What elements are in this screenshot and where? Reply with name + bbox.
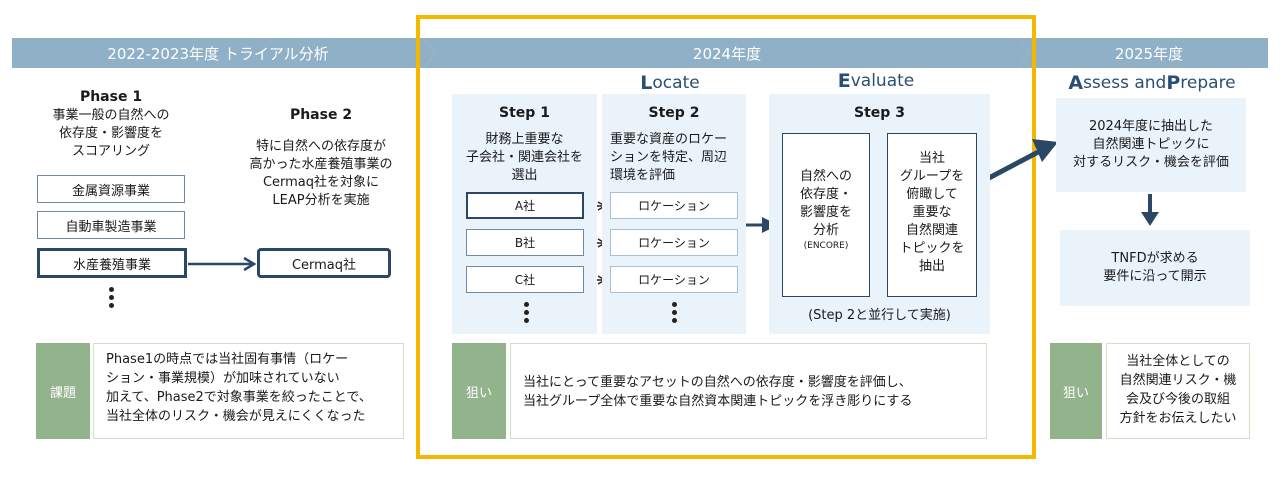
step3-left-line: 影響度を (799, 205, 852, 220)
phase2-desc-line: LEAP分析を実施 (272, 193, 370, 208)
header-prepare-initial: P (1166, 72, 1181, 94)
disclose-line: TNFDが求める (1111, 251, 1199, 266)
timeline-label-2022: 2022-2023年度 トライアル分析 (107, 44, 329, 63)
step1-more-dots (521, 299, 531, 326)
step3-left-line: 分析 (812, 223, 839, 238)
step1-desc-line: 子会社・関連会社を (465, 150, 583, 165)
step3-right-line: 俯瞰して (906, 187, 958, 202)
step2-desc-line: 重要な資産のロケー (610, 132, 728, 147)
phase2-desc-line: 特に自然への依存度が (255, 139, 386, 154)
phase2-title: Phase 2 (289, 107, 353, 123)
step3-left-line: 依存度・ (799, 187, 852, 202)
issue-line: ション・事業規模）が加味されていない (106, 371, 340, 386)
disclose-line: 要件に沿って開示 (1103, 269, 1207, 284)
aim-2025-line: 自然関連リスク・機 (1119, 373, 1237, 388)
aim-2024-line: 当社グループ全体で重要な自然資本関連トピックを浮き彫りにする (523, 394, 913, 409)
step3-title: Step 3 (854, 105, 905, 121)
location-a: ロケーション (610, 192, 738, 219)
header-assess-initial: A (1068, 72, 1084, 94)
step3-right-line: グループを (899, 169, 965, 184)
business-aquaculture: 水産養殖事業 (37, 248, 187, 278)
issue-text-box: Phase1の時点では当社固有事情（ロケー ション・事業規模）が加味されていない… (93, 343, 404, 439)
timeline-band-2025 (1018, 38, 1268, 68)
step3-right-line: 抽出 (918, 259, 945, 274)
aim-2024-line: 当社にとって重要なアセットの自然への依存度・影響度を評価し、 (523, 375, 912, 390)
step3-encore-note: (ENCORE) (803, 241, 849, 251)
phase2-desc-line: 高かった水産養殖事業の (249, 157, 393, 172)
phase1-more-dots (106, 284, 116, 311)
aim-2025-line: 会及び今後の取組 (1125, 392, 1230, 407)
phase1-desc-line: スコアリング (71, 144, 150, 159)
step1-desc-line: 財務上重要な (485, 132, 564, 147)
step3-left-line: 自然への (799, 169, 852, 184)
step3-right-line: トピックを (899, 241, 965, 256)
business-metal-resources: 金属資源事業 (37, 175, 185, 203)
timeline-label-2025: 2025年度 (1114, 44, 1184, 63)
arrow-to-2025 (985, 147, 1044, 182)
step3-right-line: 重要な (912, 205, 952, 220)
phase1-description: 事業一般の自然への 依存度・影響度を スコアリング (30, 107, 192, 161)
company-c: C社 (466, 266, 584, 293)
aim-2025-line: 当社全体としての (1126, 354, 1230, 369)
assess-line: 対するリスク・機会を評価 (1073, 155, 1229, 170)
issue-line: 当社全体のリスク・機会が見えにくくなった (106, 409, 366, 424)
step2-title: Step 2 (648, 105, 700, 121)
arrowhead-phase1 (243, 256, 257, 272)
assess-line: 2024年度に抽出した (1088, 119, 1214, 134)
location-c: ロケーション (610, 266, 738, 293)
focus-frame-2024 (416, 15, 1036, 459)
step2-desc-line: ションを特定、周辺 (610, 150, 728, 165)
step1-title: Step 1 (499, 105, 550, 121)
header-assess-rest: ssess and (1083, 73, 1167, 93)
header-evaluate-initial: E (837, 70, 851, 92)
step2-description: 重要な資産のロケー ションを特定、周辺 環境を評価 (610, 131, 742, 185)
step1-desc-line: 選出 (511, 168, 538, 183)
phase1-title: Phase 1 (79, 89, 143, 105)
step3-right-line: 自然関連 (905, 223, 958, 238)
timeline-label-2024: 2024年度 (692, 44, 762, 63)
company-b: B社 (466, 229, 584, 256)
step3-parallel-note: (Step 2と並行して実施) (808, 308, 951, 323)
location-b: ロケーション (610, 229, 738, 256)
header-evaluate-rest: valuate (850, 71, 915, 91)
disclose-box: TNFDが求める 要件に沿って開示 (1060, 230, 1250, 306)
phase2-desc-line: Cermaq社を対象に (262, 175, 380, 190)
aim-text-box-2024: 当社にとって重要なアセットの自然への依存度・影響度を評価し、 当社グループ全体で… (510, 343, 987, 439)
step2-more-dots (669, 299, 679, 326)
business-automotive: 自動車製造事業 (37, 211, 185, 239)
assess-line: 自然関連トピックに (1092, 137, 1210, 152)
header-locate-initial: L (640, 72, 653, 94)
arrowhead-2025-down (1141, 212, 1159, 226)
aim-text-box-2025: 当社全体としての 自然関連リスク・機 会及び今後の取組 方針をお伝えしたい (1106, 343, 1250, 439)
aim-2025-line: 方針をお伝えしたい (1119, 411, 1237, 426)
step1-description: 財務上重要な 子会社・関連会社を 選出 (452, 131, 597, 185)
step2-desc-line: 環境を評価 (610, 168, 676, 183)
issue-line: 加えて、Phase2で対象事業を絞ったことで、 (106, 390, 372, 405)
company-a: A社 (466, 192, 584, 219)
issue-tag: 課題 (36, 343, 90, 439)
step3-analysis-box: 自然への 依存度・ 影響度を 分析 (ENCORE) (782, 133, 870, 297)
phase1-desc-line: 事業一般の自然への (52, 108, 170, 123)
phase1-desc-line: 依存度・影響度を (58, 126, 163, 141)
header-prepare-rest: repare (1180, 73, 1236, 93)
arrowhead-to-2025 (1032, 139, 1058, 162)
aim-tag-2024: 狙い (452, 343, 506, 439)
issue-line: Phase1の時点では当社固有事情（ロケー (106, 352, 349, 367)
phase2-description: 特に自然への依存度が 高かった水産養殖事業の Cermaq社を対象に LEAP分… (226, 138, 416, 210)
assess-box: 2024年度に抽出した 自然関連トピックに 対するリスク・機会を評価 (1056, 98, 1246, 192)
aim-tag-2025: 狙い (1050, 343, 1102, 439)
step3-extract-box: 当社 グループを 俯瞰して 重要な 自然関連 トピックを 抽出 (887, 133, 977, 297)
timeline-band-2022 (12, 38, 436, 68)
timeline-band-2024 (424, 38, 1030, 68)
cermaq-target: Cermaq社 (257, 248, 391, 278)
step3-right-line: 当社 (918, 151, 945, 166)
header-locate-rest: ocate (652, 73, 700, 93)
